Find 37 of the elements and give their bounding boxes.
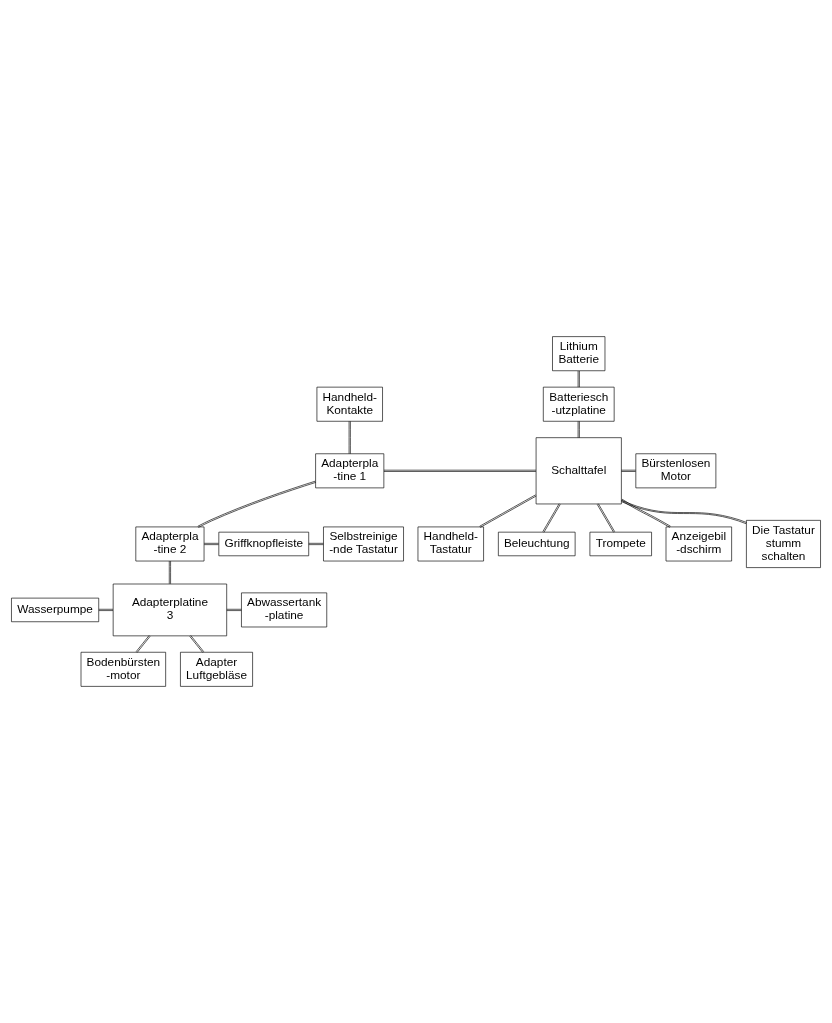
node-box: Batteriesch -utzplatine bbox=[542, 386, 615, 422]
node-box: Beleuchtung bbox=[498, 531, 576, 557]
node-box: Bürstenlosen Motor bbox=[635, 453, 717, 489]
node-box: Lithium Batterie bbox=[552, 336, 606, 372]
node-box: Handheld- Tastatur bbox=[417, 526, 484, 562]
connector bbox=[348, 421, 351, 454]
node-box: Adapterpla -tine 1 bbox=[315, 453, 385, 489]
node-box: Handheld- Kontakte bbox=[316, 386, 383, 422]
node-box: Anzeigebil -dschirm bbox=[665, 526, 732, 562]
connector bbox=[596, 503, 615, 533]
node-box: Adapter Luftgebläse bbox=[180, 651, 253, 687]
connector bbox=[226, 608, 242, 611]
node-box: Die Tastatur stumm schalten bbox=[746, 520, 821, 568]
connector bbox=[98, 608, 114, 611]
node-box: Griffknopfleiste bbox=[218, 531, 310, 557]
connector bbox=[197, 480, 317, 528]
connector bbox=[308, 543, 324, 545]
node-box: Trompete bbox=[589, 531, 652, 557]
node-box: Schalttafel bbox=[535, 437, 622, 505]
node-box: Wasserpumpe bbox=[11, 597, 100, 623]
connector bbox=[479, 494, 537, 528]
connector bbox=[577, 370, 580, 388]
connector bbox=[168, 560, 171, 585]
node-box: Bodenbürsten -motor bbox=[80, 651, 166, 687]
connector bbox=[621, 500, 747, 525]
node-box: Adapterpla -tine 2 bbox=[135, 526, 205, 562]
connector bbox=[620, 498, 671, 528]
node-box: Adapterplatine 3 bbox=[112, 583, 227, 637]
connector bbox=[383, 469, 537, 472]
connector bbox=[621, 469, 636, 472]
connector bbox=[189, 635, 205, 653]
connector bbox=[135, 635, 151, 653]
node-box: Selbstreinige -nde Tastatur bbox=[323, 526, 404, 562]
connector bbox=[203, 543, 219, 545]
connector bbox=[577, 421, 580, 438]
connector bbox=[542, 503, 561, 533]
node-box: Abwassertank -platine bbox=[241, 592, 328, 628]
